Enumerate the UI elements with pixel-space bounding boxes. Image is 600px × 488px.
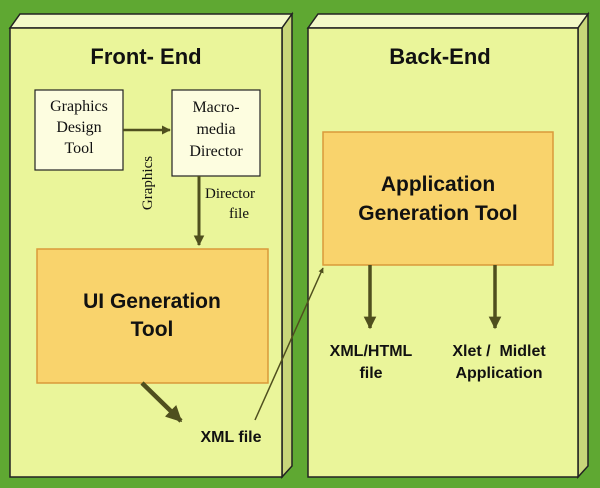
svg-text:Director: Director: [189, 143, 243, 160]
svg-text:Macro-: Macro-: [192, 99, 239, 116]
svg-text:Generation Tool: Generation Tool: [358, 202, 517, 225]
xml-html-output-line2: file: [359, 365, 382, 382]
svg-text:UI Generation: UI Generation: [83, 290, 221, 313]
macromedia-director-box: Macro- media Director: [171, 89, 261, 177]
director-file-label-line2: file: [229, 206, 249, 222]
svg-text:Design: Design: [56, 119, 101, 136]
front-end-panel-top: [8, 13, 294, 29]
svg-text:Graphics: Graphics: [50, 98, 108, 115]
xml-file-label: XML file: [200, 429, 261, 446]
graphics-edge-label: Graphics: [140, 156, 156, 210]
xlet-output-line1: Xlet / Midlet: [452, 343, 546, 360]
svg-text:Tool: Tool: [64, 140, 94, 157]
arrow-ui-tool-to-xml-file: [140, 381, 183, 423]
svg-text:Tool: Tool: [131, 318, 174, 341]
back-end-title: Back-End: [389, 44, 490, 69]
svg-text:Application: Application: [381, 173, 495, 196]
xlet-output-line2: Application: [455, 365, 542, 382]
xml-html-output-line1: XML/HTML: [330, 343, 413, 360]
graphics-design-tool-box: Graphics Design Tool: [34, 89, 124, 171]
director-file-label-line1: Director: [205, 186, 255, 202]
front-end-panel: Front- End: [8, 11, 294, 479]
arrow-xml-file-to-app-tool: [254, 267, 324, 421]
front-end-title: Front- End: [90, 44, 201, 69]
application-generation-tool-box: Application Generation Tool: [322, 131, 554, 266]
back-end-panel-side: [577, 11, 589, 479]
svg-text:media: media: [196, 121, 235, 138]
ui-generation-tool-box: UI Generation Tool: [36, 248, 269, 384]
back-end-panel-top: [306, 13, 590, 29]
front-end-panel-side: [281, 11, 293, 479]
